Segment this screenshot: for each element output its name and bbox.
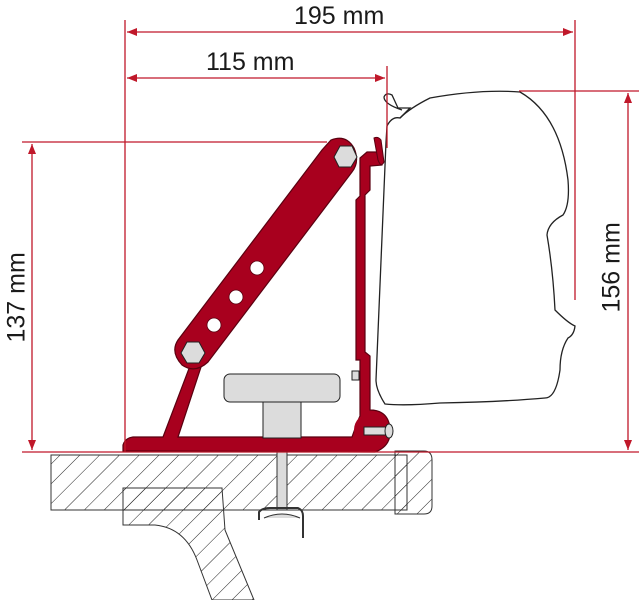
roof-rail-section xyxy=(50,450,433,600)
dimension-label-total-width: 195 mm xyxy=(294,2,385,30)
strut-hole xyxy=(228,289,244,305)
dimension-lines xyxy=(22,20,639,453)
dimension-label-bracket-width: 115 mm xyxy=(206,48,295,76)
clamp-bolt xyxy=(351,370,394,439)
diagonal-strut xyxy=(174,137,358,370)
dimension-label-total-height: 156 mm xyxy=(597,222,626,313)
cassette-hook xyxy=(383,93,412,119)
strut-hole xyxy=(206,317,222,333)
dimension-label-bracket-height: 137 mm xyxy=(2,252,31,343)
strut-hole xyxy=(249,260,265,276)
t-bolt xyxy=(223,373,341,439)
awning-cassette xyxy=(375,90,576,406)
hex-bolt-bottom-icon xyxy=(180,341,206,364)
hex-bolt-top-icon xyxy=(333,145,358,168)
